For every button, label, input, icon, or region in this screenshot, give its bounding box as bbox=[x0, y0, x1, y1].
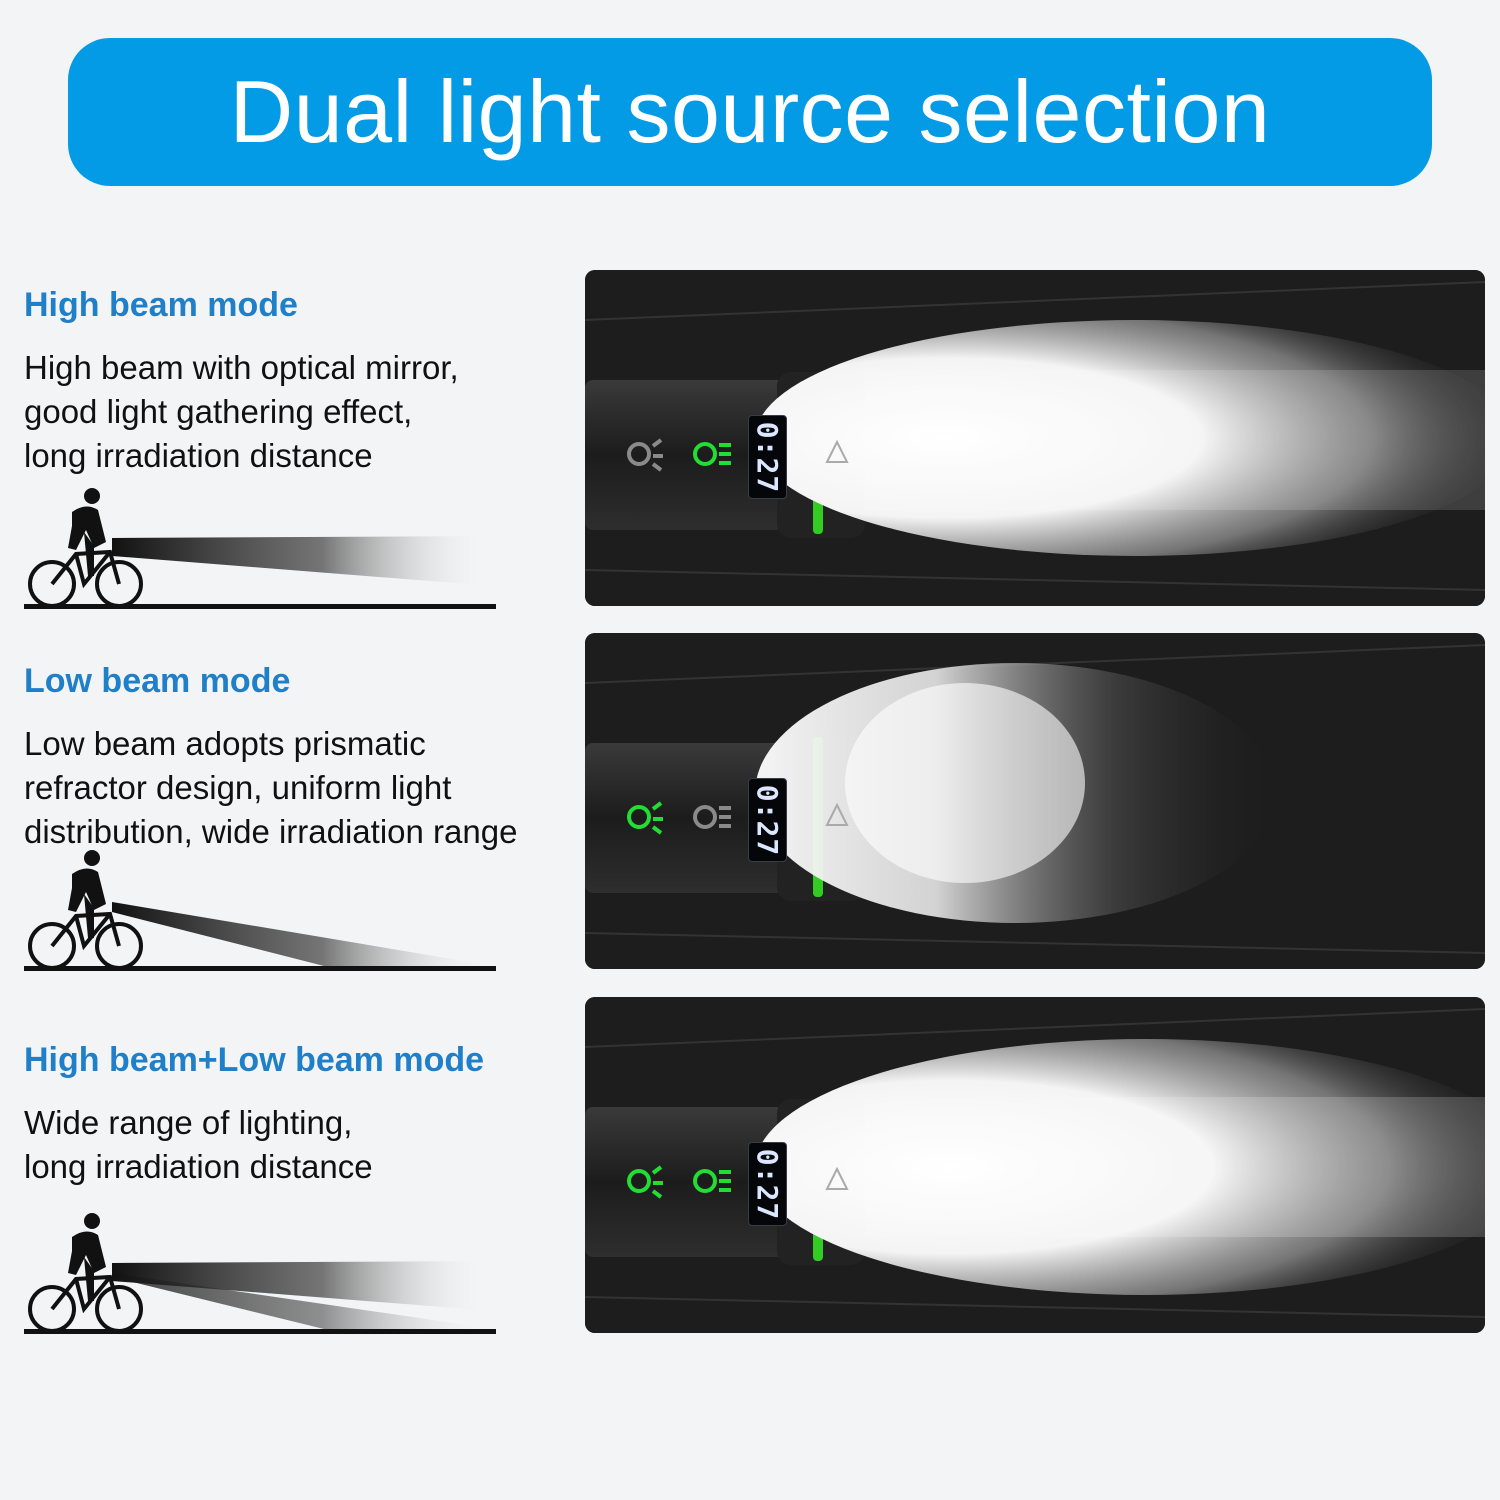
low-beam-icon bbox=[627, 801, 663, 835]
cyclist-high-beam-illustration bbox=[24, 488, 496, 609]
desc-line: High beam with optical mirror, bbox=[24, 349, 459, 386]
desc-line: refractor design, uniform light bbox=[24, 769, 452, 806]
desc-line: Low beam adopts prismatic bbox=[24, 725, 426, 762]
low-beam-icon bbox=[627, 438, 663, 472]
battery-display: 0:27 bbox=[748, 1142, 787, 1226]
desc-line: long irradiation distance bbox=[24, 437, 373, 474]
mode-high-low-beam: High beam+Low beam mode Wide range of li… bbox=[24, 1041, 564, 1381]
mode-high-beam: High beam mode High beam with optical mi… bbox=[24, 286, 564, 626]
high-beam-icon bbox=[693, 805, 731, 829]
flashlight-photo-combined-beam: 0:27 bbox=[585, 997, 1485, 1333]
cyclist-combined-beam-illustration bbox=[24, 1213, 496, 1334]
high-beam-icon bbox=[693, 1169, 731, 1193]
desc-line: Wide range of lighting, bbox=[24, 1104, 353, 1141]
display-readout: 0:27 bbox=[751, 784, 784, 856]
battery-display: 0:27 bbox=[748, 778, 787, 862]
cyclist-low-beam-illustration bbox=[24, 850, 496, 971]
flashlight-photo-high-beam: 0:27 bbox=[585, 270, 1485, 606]
desc-line: distribution, wide irradiation range bbox=[24, 813, 518, 850]
battery-display: 0:27 bbox=[748, 415, 787, 499]
mode-title: High beam+Low beam mode bbox=[24, 1041, 485, 1079]
flashlight-photo-low-beam: 0:27 bbox=[585, 633, 1485, 969]
mode-description: High beam with optical mirror, good ligh… bbox=[24, 346, 564, 478]
banner-title: Dual light source selection bbox=[229, 62, 1271, 161]
high-beam-icon bbox=[693, 442, 731, 466]
mode-description: Low beam adopts prismatic refractor desi… bbox=[24, 722, 564, 854]
mode-low-beam: Low beam mode Low beam adopts prismatic … bbox=[24, 662, 564, 1002]
display-readout: 0:27 bbox=[751, 1148, 784, 1220]
desc-line: long irradiation distance bbox=[24, 1148, 373, 1185]
low-beam-icon bbox=[627, 1165, 663, 1199]
mode-description: Wide range of lighting, long irradiation… bbox=[24, 1101, 564, 1189]
title-banner: Dual light source selection bbox=[68, 38, 1432, 186]
mode-title: Low beam mode bbox=[24, 662, 291, 700]
desc-line: good light gathering effect, bbox=[24, 393, 413, 430]
mode-title: High beam mode bbox=[24, 286, 298, 324]
display-readout: 0:27 bbox=[751, 421, 784, 493]
